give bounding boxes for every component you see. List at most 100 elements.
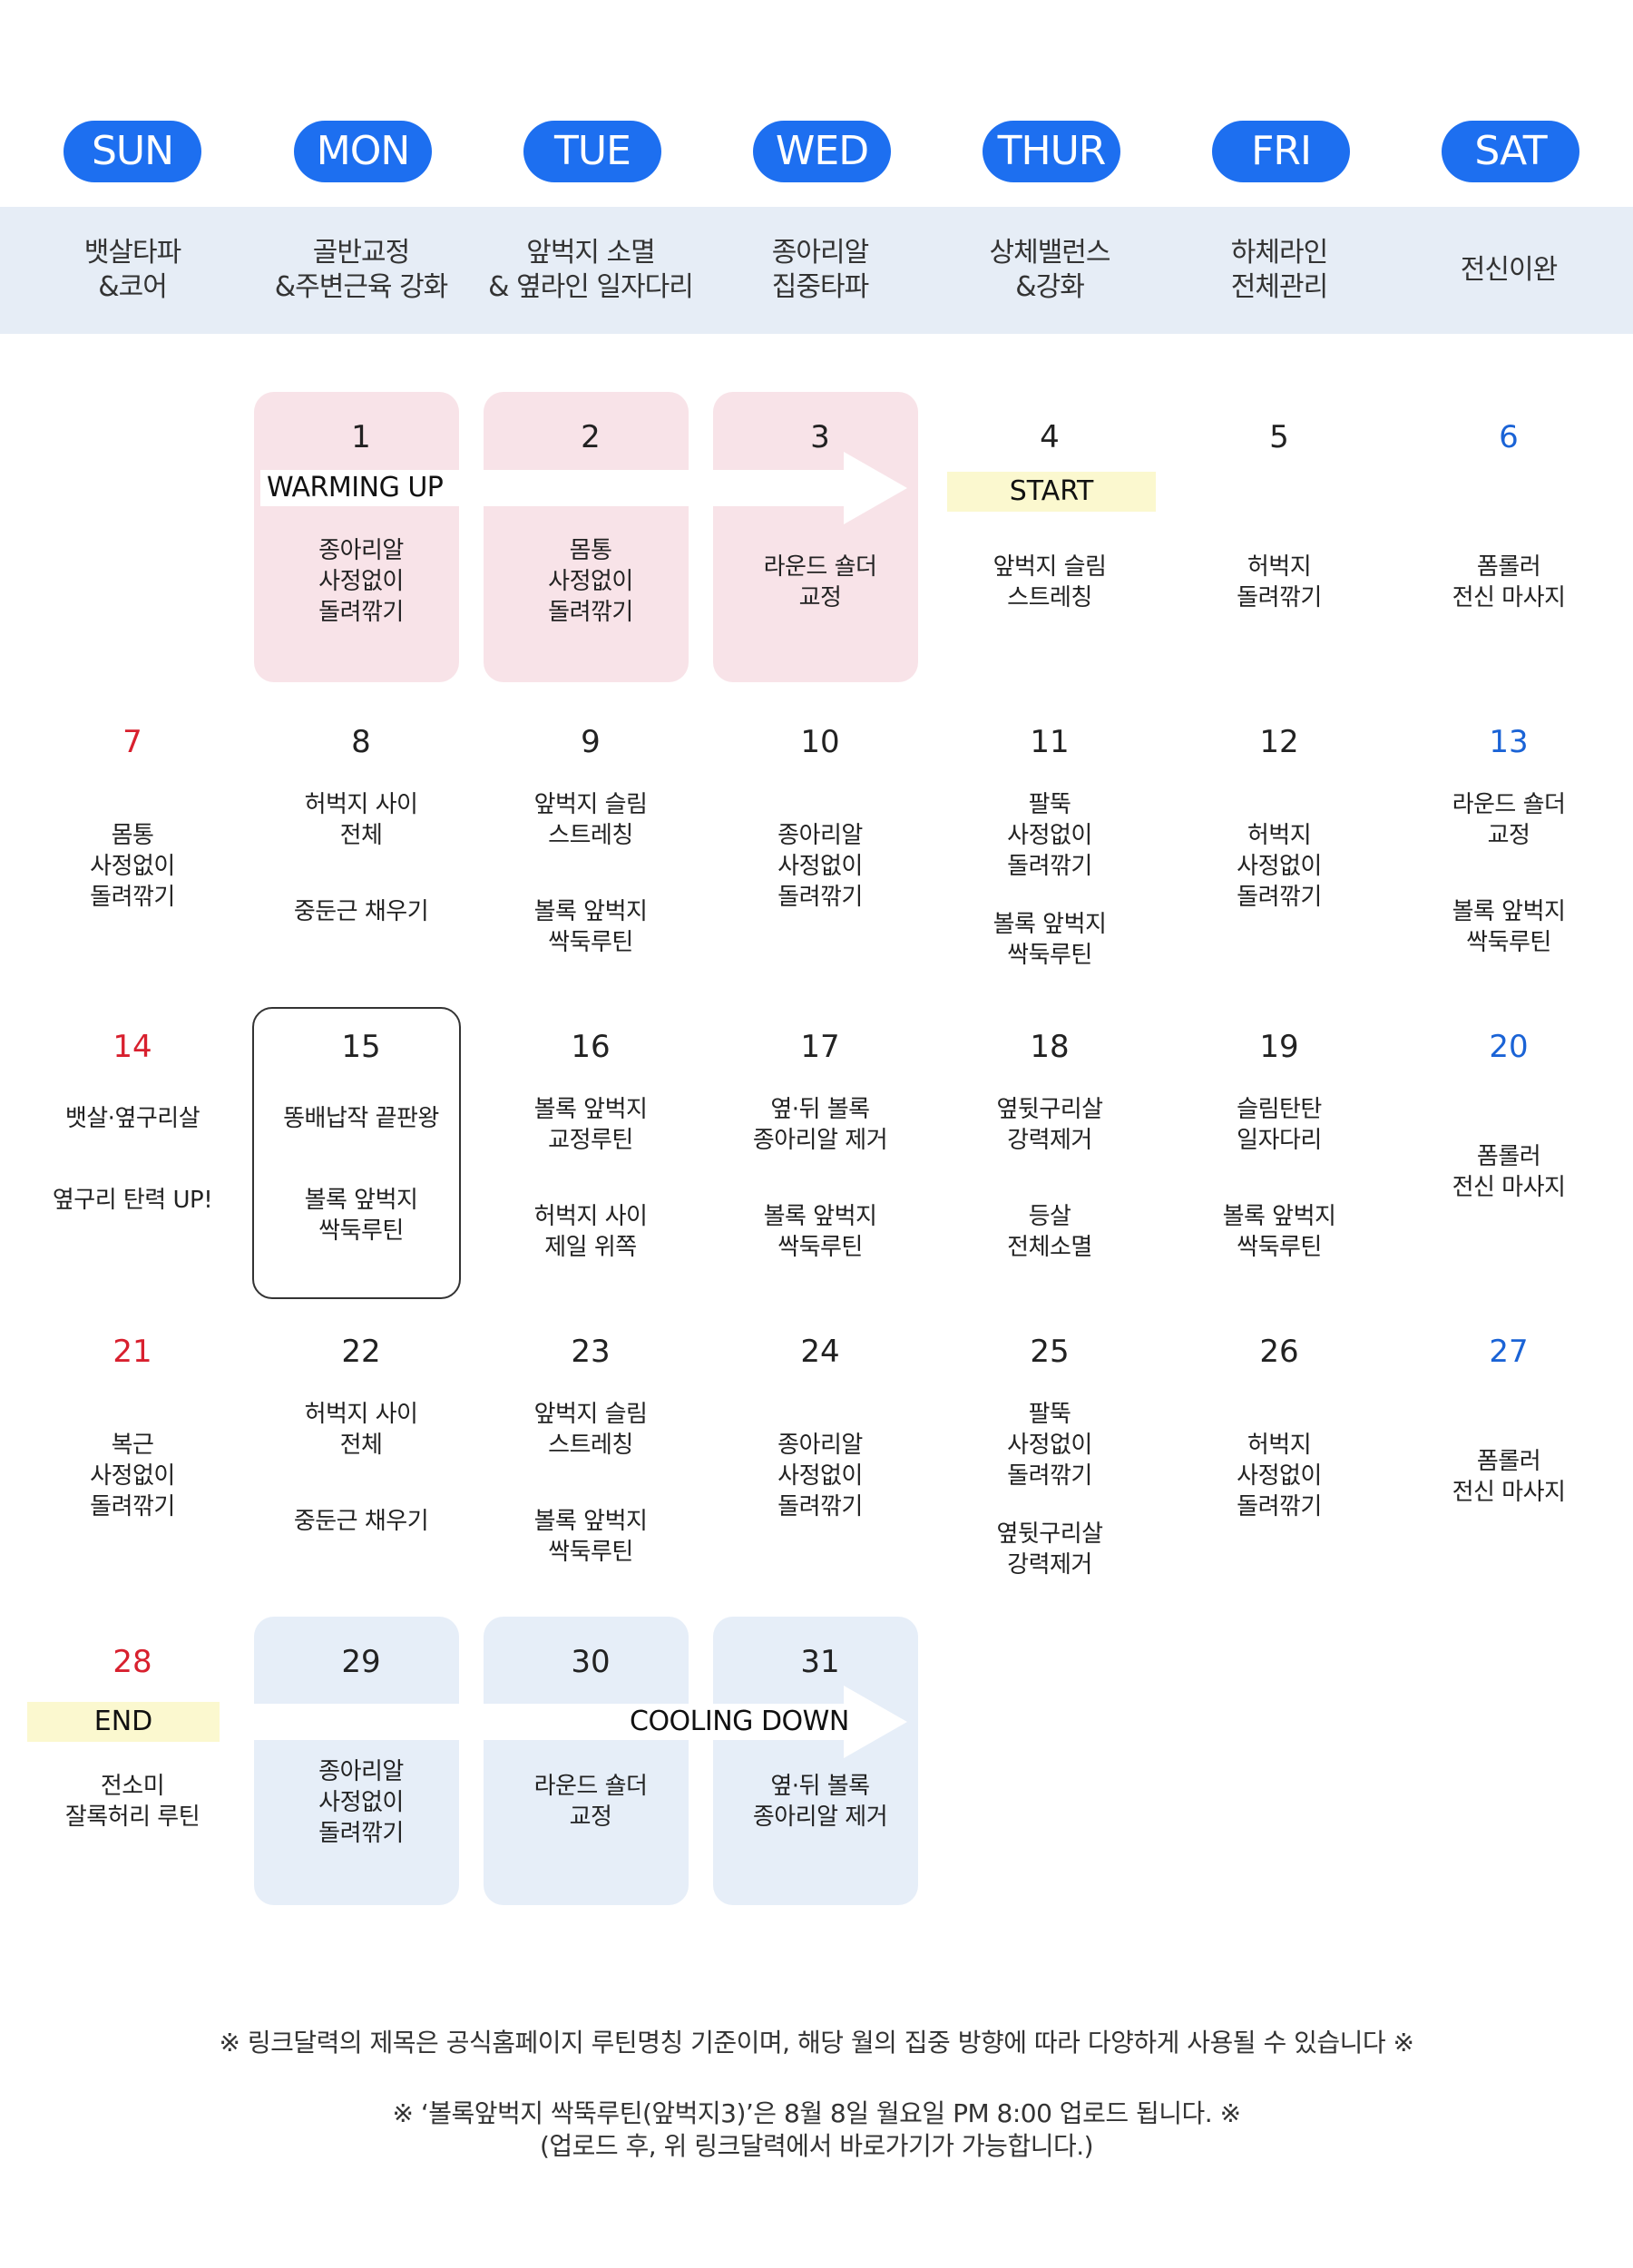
task-4-1: 앞벅지 슬림 스트레칭	[993, 553, 1107, 611]
date-28: 28	[112, 1644, 152, 1680]
start-tag: START	[947, 472, 1156, 512]
task-28-1: 전소미 잘록허리 루틴	[64, 1773, 200, 1831]
cooldown-cell-bg	[713, 1617, 918, 1905]
task-13-1: 라운드 숄더 교정	[1452, 791, 1566, 849]
task-11-1: 팔뚝 사정없이 돌려깎기	[1007, 791, 1092, 880]
task-27-1: 폼롤러 전신 마사지	[1452, 1448, 1566, 1506]
date-7: 7	[122, 724, 142, 760]
warmup-cell-bg	[484, 392, 689, 682]
weekday-tue: TUE	[523, 121, 661, 182]
task-30-1: 라운드 숄더 교정	[533, 1773, 648, 1831]
task-5-1: 허벅지 돌려깎기	[1237, 553, 1322, 611]
date-21: 21	[112, 1334, 152, 1370]
warmup-cell-bg	[254, 392, 459, 682]
highlight-cell-outline	[252, 1007, 461, 1299]
date-26: 26	[1259, 1334, 1299, 1370]
task-31-1: 옆·뒤 볼록 종아리알 제거	[752, 1773, 888, 1831]
date-9: 9	[581, 724, 601, 760]
date-29: 29	[341, 1644, 381, 1680]
task-16-1: 볼록 앞벅지 교정루틴	[533, 1096, 648, 1154]
date-3: 3	[810, 419, 830, 455]
theme-sun: 뱃살타파 &코어	[83, 237, 181, 303]
task-23-1: 앞벅지 슬림 스트레칭	[533, 1401, 648, 1459]
task-7-1: 몸통 사정없이 돌려깎기	[90, 822, 175, 911]
weekday-sun: SUN	[64, 121, 201, 182]
date-15: 15	[341, 1029, 381, 1065]
task-18-1: 옆뒷구리살 강력제거	[996, 1096, 1103, 1154]
warmup-arrow-bar	[260, 470, 846, 506]
task-14-1: 뱃살·옆구리살	[64, 1105, 200, 1132]
task-26-1: 허벅지 사정없이 돌려깎기	[1237, 1432, 1322, 1520]
date-4: 4	[1040, 419, 1060, 455]
weekday-thur: THUR	[983, 121, 1120, 182]
task-9-2: 볼록 앞벅지 싹둑루틴	[533, 898, 648, 956]
date-18: 18	[1030, 1029, 1070, 1065]
date-30: 30	[571, 1644, 611, 1680]
date-27: 27	[1489, 1334, 1529, 1370]
task-2-1: 몸통 사정없이 돌려깎기	[548, 537, 633, 626]
date-5: 5	[1269, 419, 1289, 455]
theme-wed: 종아리알 집중타파	[771, 237, 869, 303]
task-6-1: 폼롤러 전신 마사지	[1452, 553, 1566, 611]
warmup-label: WARMING UP	[267, 472, 444, 503]
cooldown-label: COOLING DOWN	[630, 1706, 849, 1737]
theme-band	[0, 207, 1633, 334]
task-19-2: 볼록 앞벅지 싹둑루틴	[1222, 1203, 1336, 1261]
date-31: 31	[800, 1644, 840, 1680]
task-21-1: 복근 사정없이 돌려깎기	[90, 1432, 175, 1520]
theme-tue: 앞벅지 소멸 & 옆라인 일자다리	[488, 237, 694, 303]
date-13: 13	[1489, 724, 1529, 760]
task-14-2: 옆구리 탄력 UP!	[52, 1187, 213, 1214]
task-17-1: 옆·뒤 볼록 종아리알 제거	[752, 1096, 888, 1154]
warmup-arrow-head	[844, 452, 907, 524]
task-23-2: 볼록 앞벅지 싹둑루틴	[533, 1508, 648, 1566]
task-15-1: 똥배납작 끝판왕	[283, 1105, 439, 1132]
task-10-1: 종아리알 사정없이 돌려깎기	[777, 822, 863, 911]
task-9-1: 앞벅지 슬림 스트레칭	[533, 791, 648, 849]
cooldown-arrow-head	[844, 1686, 907, 1758]
footer-note-3: (업로드 후, 위 링크달력에서 바로가기가 가능합니다.)	[539, 2131, 1094, 2161]
date-24: 24	[800, 1334, 840, 1370]
cooldown-cell-bg	[254, 1617, 459, 1905]
date-6: 6	[1499, 419, 1519, 455]
task-25-1: 팔뚝 사정없이 돌려깎기	[1007, 1401, 1092, 1490]
date-17: 17	[800, 1029, 840, 1065]
footer-note-1: ※ 링크달력의 제목은 공식홈페이지 루틴명칭 기준이며, 해당 월의 집중 방…	[219, 2028, 1414, 2058]
date-22: 22	[341, 1334, 381, 1370]
task-3-1: 라운드 숄더 교정	[763, 553, 877, 611]
theme-fri: 하체라인 전체관리	[1230, 237, 1328, 303]
task-25-2: 옆뒷구리살 강력제거	[996, 1520, 1103, 1579]
theme-sat: 전신이완	[1460, 254, 1558, 286]
date-12: 12	[1259, 724, 1299, 760]
end-tag: END	[27, 1702, 220, 1742]
date-23: 23	[571, 1334, 611, 1370]
weekday-wed: WED	[753, 121, 891, 182]
task-29-1: 종아리알 사정없이 돌려깎기	[318, 1758, 404, 1847]
task-20-1: 폼롤러 전신 마사지	[1452, 1143, 1566, 1201]
task-18-2: 등살 전체소멸	[1007, 1203, 1092, 1261]
date-8: 8	[351, 724, 371, 760]
date-11: 11	[1030, 724, 1070, 760]
task-24-1: 종아리알 사정없이 돌려깎기	[777, 1432, 863, 1520]
date-25: 25	[1030, 1334, 1070, 1370]
weekday-mon: MON	[294, 121, 432, 182]
cooldown-arrow-bar	[231, 1704, 846, 1740]
weekday-fri: FRI	[1212, 121, 1350, 182]
task-17-2: 볼록 앞벅지 싹둑루틴	[763, 1203, 877, 1261]
task-13-2: 볼록 앞벅지 싹둑루틴	[1452, 898, 1566, 956]
task-15-2: 볼록 앞벅지 싹둑루틴	[304, 1187, 418, 1245]
theme-mon: 골반교정 &주변근육 강화	[274, 237, 449, 303]
task-22-1: 허벅지 사이 전체	[304, 1401, 418, 1459]
task-16-2: 허벅지 사이 제일 위쪽	[533, 1203, 648, 1261]
date-2: 2	[581, 419, 601, 455]
task-19-1: 슬림탄탄 일자다리	[1237, 1096, 1322, 1154]
date-10: 10	[800, 724, 840, 760]
task-11-2: 볼록 앞벅지 싹둑루틴	[993, 911, 1107, 969]
task-8-2: 중둔근 채우기	[293, 898, 429, 925]
date-20: 20	[1489, 1029, 1529, 1065]
footer-note-2: ※ ‘볼록앞벅지 싹뚝루틴(앞벅지3)’은 8월 8일 월요일 PM 8:00 …	[392, 2098, 1241, 2128]
task-1-1: 종아리알 사정없이 돌려깎기	[318, 537, 404, 626]
theme-thur: 상체밸런스 &강화	[989, 237, 1111, 303]
date-16: 16	[571, 1029, 611, 1065]
warmup-cell-bg	[713, 392, 918, 682]
